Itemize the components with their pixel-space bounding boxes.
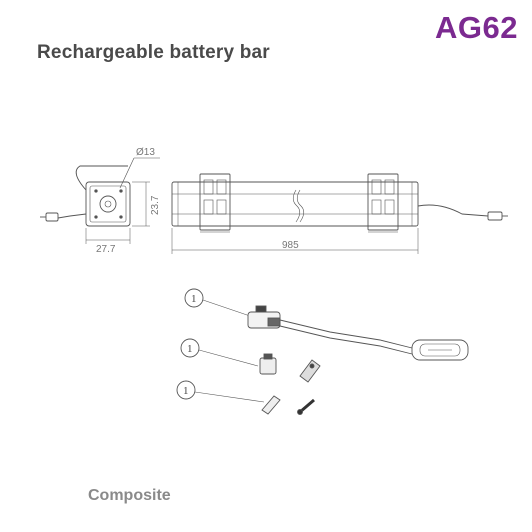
length-label: 985: [282, 240, 299, 251]
end-width-label: 27.7: [96, 244, 116, 255]
end-view: [40, 157, 160, 244]
end-height-label: 23.7: [150, 195, 161, 215]
callout-clip: 1: [187, 343, 193, 355]
side-view: [171, 173, 508, 254]
diameter-label: Ø13: [136, 147, 155, 158]
clip-part: [180, 338, 321, 383]
cable-assembly: [184, 288, 469, 361]
callout-cable: 1: [191, 293, 197, 305]
footer-label: Composite: [88, 487, 171, 504]
page-title: Rechargeable battery bar: [37, 42, 270, 63]
product-code: AG62: [435, 10, 518, 45]
callout-screw: 1: [183, 385, 189, 397]
screw-part: [176, 380, 315, 415]
